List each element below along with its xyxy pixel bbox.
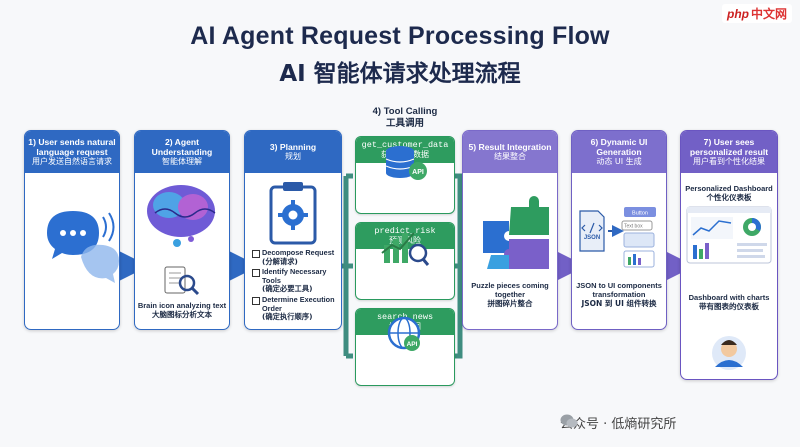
plan-item-en: Determine Execution Order bbox=[262, 294, 335, 313]
step-1-header-en: 1) User sends natural language request bbox=[28, 137, 116, 157]
step-5-card: 5) Result Integration 结果整合 Puzzle pieces… bbox=[462, 130, 558, 330]
step-7-caption-en: Dashboard with charts bbox=[688, 293, 770, 302]
step-3-header-en: 3) Planning bbox=[269, 142, 317, 152]
title-english: AI Agent Request Processing Flow bbox=[190, 22, 610, 50]
mock-button: Button bbox=[632, 211, 648, 217]
step-6-header-zh: 动态 UI 生成 bbox=[596, 157, 642, 166]
watermark-logo: php 中文网 bbox=[721, 4, 792, 23]
plan-item-en: Identify Necessary Tools bbox=[262, 267, 327, 285]
step-2-caption-zh: 大脑图标分析文本 bbox=[152, 310, 212, 319]
step-2-header-en: 2) Agent Understanding bbox=[151, 137, 213, 157]
step-7-header: 7) User sees personalized result 用户看到个性化… bbox=[681, 131, 777, 173]
step-5-header-zh: 结果整合 bbox=[494, 152, 526, 161]
tool-get-customer-data: get_customer_data获取客户数据 API bbox=[355, 136, 455, 214]
chart-magnifier-icon bbox=[381, 232, 430, 266]
json-label: JSON bbox=[584, 235, 600, 241]
step-2-card: 2) Agent Understanding 智能体理解 Brain icon … bbox=[134, 130, 230, 330]
plan-item: Decompose Request(分解请求) bbox=[252, 248, 341, 266]
watermark-php: php bbox=[726, 6, 749, 21]
brain-icon bbox=[147, 185, 216, 296]
step-2-caption: Brain icon analyzing text 大脑图标分析文本 bbox=[135, 301, 229, 319]
dashboard-title-zh: 个性化仪表板 bbox=[706, 193, 752, 202]
footer-text: 公众号 · 低熵研究所 bbox=[560, 417, 677, 432]
step-2-caption-en: Brain icon analyzing text bbox=[137, 301, 227, 310]
dashboard-title-en: Personalized Dashboard bbox=[685, 184, 773, 193]
step-6-caption-en: JSON to UI components transformation bbox=[576, 281, 662, 299]
plan-item-en: Decompose Request bbox=[262, 248, 335, 257]
database-api-icon: API bbox=[385, 146, 427, 180]
step-6-header-en: 6) Dynamic UI Generation bbox=[590, 137, 648, 157]
step-3-header: 3) Planning 规划 bbox=[245, 131, 341, 173]
step-7-header-zh: 用户看到个性化结果 bbox=[693, 157, 765, 166]
step-6-caption-zh: JSON 到 UI 组件转换 bbox=[581, 299, 657, 308]
step-5-caption-zh: 拼图碎片整合 bbox=[487, 299, 533, 308]
step-6-caption: JSON to UI components transformation JSO… bbox=[572, 281, 666, 308]
plan-item: Identify Necessary Tools(确定必要工具) bbox=[252, 267, 341, 294]
checkbox-icon bbox=[252, 269, 260, 278]
step-6-card: 6) Dynamic UI Generation 动态 UI 生成 JSON B… bbox=[571, 130, 667, 330]
step-3-card: 3) Planning 规划 Decompose Request(分解请求) I… bbox=[244, 130, 342, 330]
step-4-label-zh: 工具调用 bbox=[385, 118, 424, 129]
clipboard-gear-icon bbox=[269, 182, 317, 245]
wechat-icon bbox=[560, 414, 578, 428]
plan-item: Determine Execution Order(确定执行顺序) bbox=[252, 294, 341, 322]
tool-name: get_customer_data bbox=[361, 140, 449, 150]
tool-predict-risk: predict_risk预测风险 bbox=[355, 222, 455, 300]
title-chinese: AI 智能体请求处理流程 bbox=[279, 61, 521, 87]
dashboard-mockup-icon bbox=[686, 206, 772, 370]
step-1-card: 1) User sends natural language request 用… bbox=[24, 130, 120, 330]
arrow-3-tools bbox=[340, 173, 353, 359]
step-7-card: 7) User sees personalized result 用户看到个性化… bbox=[680, 130, 778, 380]
step-5-header: 5) Result Integration 结果整合 bbox=[463, 131, 557, 173]
checkbox-icon bbox=[252, 250, 260, 258]
plan-item-zh: (确定执行顺序) bbox=[262, 312, 313, 322]
step-1-header: 1) User sends natural language request 用… bbox=[25, 131, 119, 173]
step-5-caption: Puzzle pieces coming together 拼图碎片整合 bbox=[463, 281, 557, 308]
step-7-caption: Dashboard with charts 带有图表的仪表板 bbox=[681, 293, 777, 311]
mock-textbox: Text box bbox=[624, 224, 643, 230]
planning-checklist: Decompose Request(分解请求) Identify Necessa… bbox=[252, 248, 341, 324]
step-5-caption-en: Puzzle pieces coming together bbox=[471, 281, 549, 299]
checkbox-icon bbox=[252, 296, 260, 305]
puzzle-icon bbox=[483, 196, 549, 269]
step-5-header-en: 5) Result Integration bbox=[468, 142, 552, 152]
step-4-label-en: 4) Tool Calling bbox=[372, 106, 438, 117]
footer-credit: 公众号 · 低熵研究所 bbox=[560, 413, 676, 432]
step-2-header-zh: 智能体理解 bbox=[162, 157, 202, 166]
json-to-ui-icon: JSON Button Text box bbox=[579, 207, 656, 268]
step-1-header-zh: 用户发送自然语言请求 bbox=[32, 157, 112, 166]
step-3-header-zh: 规划 bbox=[285, 152, 301, 161]
tool-search-news: search_news搜索新闻 API bbox=[355, 308, 455, 386]
plan-item-zh: (分解请求) bbox=[262, 256, 298, 266]
step-7-header-en: 7) User sees personalized result bbox=[689, 137, 769, 157]
plan-item-zh: (确定必要工具) bbox=[262, 284, 313, 294]
step-6-header: 6) Dynamic UI Generation 动态 UI 生成 bbox=[572, 131, 666, 173]
dashboard-title: Personalized Dashboard 个性化仪表板 bbox=[681, 184, 777, 202]
watermark-cn: 中文网 bbox=[750, 7, 787, 21]
chat-bubbles-icon bbox=[47, 211, 119, 283]
step-4-label: 4) Tool Calling 工具调用 bbox=[350, 106, 460, 130]
step-7-caption-zh: 带有图表的仪表板 bbox=[699, 302, 759, 311]
step-2-header: 2) Agent Understanding 智能体理解 bbox=[135, 131, 229, 173]
globe-api-icon: API bbox=[387, 316, 421, 351]
api-badge: API bbox=[407, 341, 418, 348]
tool-name: predict_risk bbox=[374, 226, 436, 236]
api-badge: API bbox=[412, 169, 424, 176]
